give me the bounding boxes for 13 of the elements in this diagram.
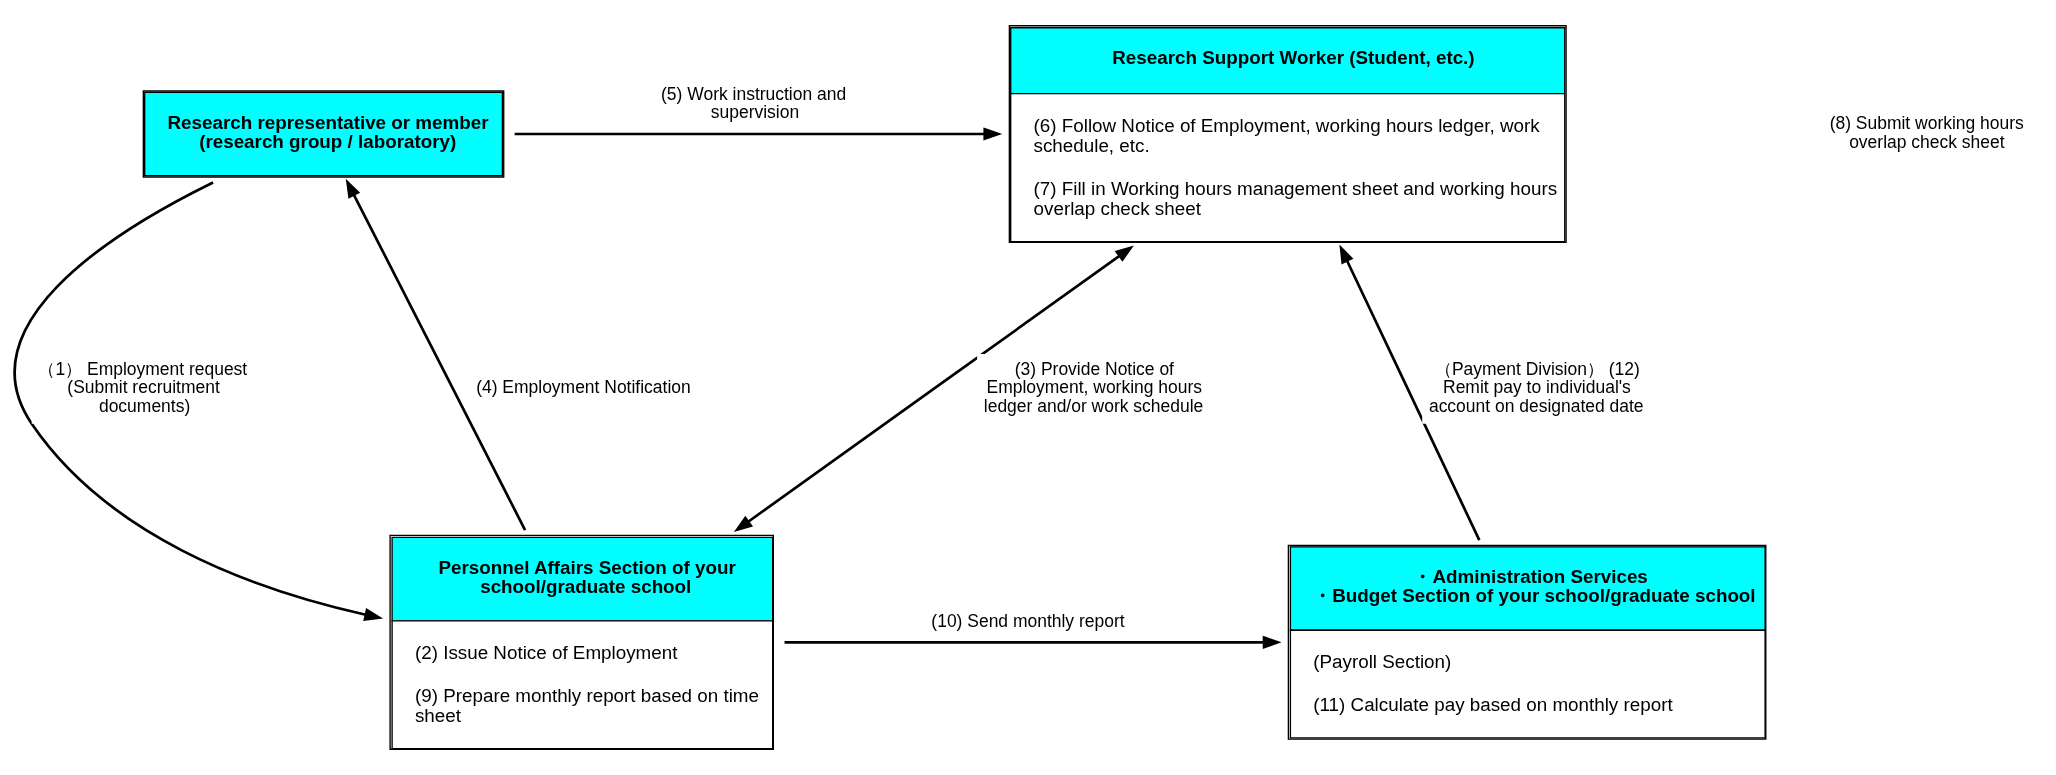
edge-label: （1） Employment request (Submit recruitment documents) [38,358,248,417]
arrow [13,181,384,621]
arrow [1339,244,1481,541]
arrow [784,635,1282,649]
edge-label: (5) Work instruction and supervision [661,83,847,123]
arrow [733,245,1134,533]
edge-label: （Payment Division） (12) Remit pay to individual's account on designated date [1428,358,1644,417]
arrow [345,178,527,531]
edge-label: (10) Send monthly report [931,610,1125,631]
arrow [514,127,1003,141]
edge-label: (3) Provide Notice of Employment, working hours ledger and/or work schedule [983,358,1204,417]
edge-label: (4) Employment Notification [476,377,691,398]
label: (8) Submit working hours overlap check sheet [1829,113,2024,152]
